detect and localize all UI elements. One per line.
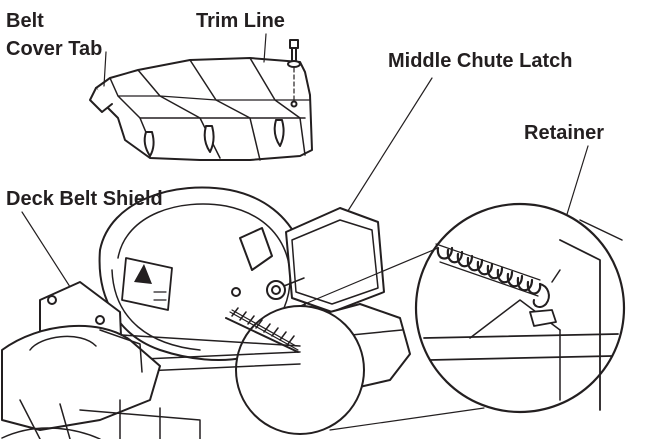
trim-line-label: Trim Line (196, 10, 285, 32)
middle-chute-latch-leader (345, 77, 433, 215)
belt-cover-tab-label-line1: Belt (6, 10, 44, 32)
detail-magnifier (299, 202, 626, 431)
retainer-label: Retainer (524, 122, 605, 144)
trim-line-leader (263, 33, 267, 63)
deck-belt-shield-label: Deck Belt Shield (6, 188, 163, 210)
deck-assembly (1, 186, 411, 439)
middle-chute-latch-label: Middle Chute Latch (388, 50, 573, 72)
belt-cover-tab-label-line2: Cover Tab (6, 38, 103, 60)
belt-cover-part (89, 39, 313, 161)
belt-cover-tab-leader (103, 51, 107, 87)
